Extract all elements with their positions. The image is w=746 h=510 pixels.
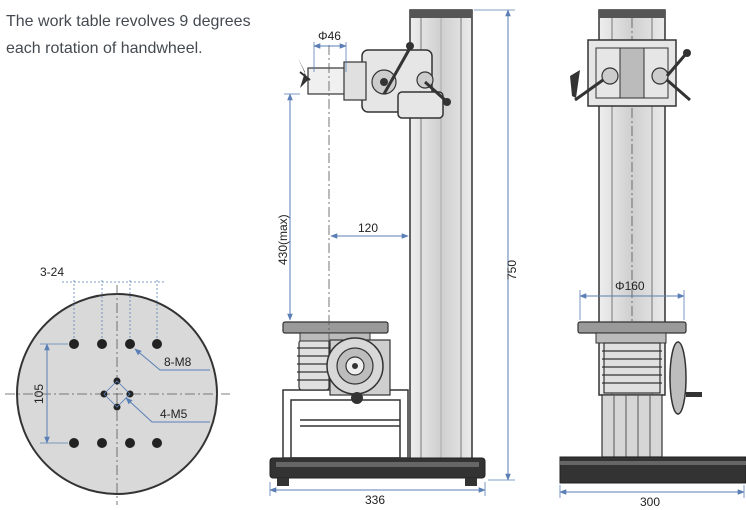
outer-holes-label: 8-M8 <box>164 355 192 369</box>
side-table <box>282 321 389 334</box>
total-height-label: 750 <box>505 260 519 280</box>
side-view-stand <box>269 9 515 496</box>
arm-reach-label: 120 <box>358 221 378 235</box>
front-base-width-label: 300 <box>640 495 660 509</box>
rotation-note-line-2: each rotation of handwheel. <box>6 40 203 57</box>
front-table <box>577 321 687 334</box>
rotation-note: The work table revolves 9 degrees each r… <box>6 8 306 62</box>
front-view-stand <box>559 9 746 498</box>
table-diameter-label: Φ160 <box>615 279 645 293</box>
row-spacing-label: 105 <box>32 384 46 404</box>
side-base <box>269 457 486 479</box>
front-handwheel <box>669 341 687 415</box>
clamp-diameter-label: Φ46 <box>318 29 341 43</box>
rotation-note-line-1: The work table revolves 9 degrees <box>6 13 251 30</box>
top-hole-spacing-label: 3-24 <box>40 265 64 279</box>
max-height-label: 430(max) <box>276 214 290 265</box>
table-hole-pattern <box>5 280 230 505</box>
side-base-width-label: 336 <box>365 493 385 507</box>
front-base <box>559 456 746 484</box>
inner-holes-label: 4-M5 <box>160 407 188 421</box>
